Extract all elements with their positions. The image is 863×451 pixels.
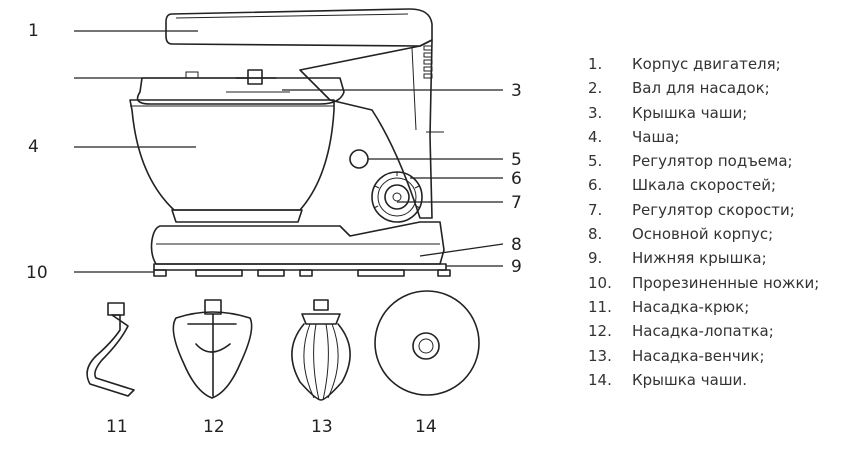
legend-item: 12. Насадка-лопатка; — [588, 319, 819, 343]
callout-4: 4 — [28, 137, 39, 157]
legend-number: 9. — [588, 249, 603, 268]
legend-number: 7. — [588, 200, 603, 219]
callout-13: 13 — [311, 417, 333, 437]
legend-number: 3. — [588, 103, 603, 122]
motor-housing — [165, 8, 433, 47]
dough-hook-attachment — [86, 302, 135, 397]
legend-text: Регулятор скорости; — [632, 200, 795, 219]
legend-item: 9. Нижняя крышка; — [588, 246, 819, 270]
legend-item: 1. Корпус двигателя; — [588, 52, 819, 76]
legend-text: Насадка-крюк; — [632, 297, 750, 316]
legend-item: 11. Насадка-крюк; — [588, 295, 819, 319]
legend-item: 4. Чаша; — [588, 125, 819, 149]
legend-item: 14. Крышка чаши. — [588, 368, 819, 392]
legend-text: Крышка чаши; — [632, 103, 748, 122]
leader-lines — [74, 30, 504, 273]
legend-text: Шкала скоростей; — [632, 176, 777, 195]
legend-item: 7. Регулятор скорости; — [588, 198, 819, 222]
mixer-column — [299, 39, 433, 219]
callout-9: 9 — [511, 257, 522, 277]
legend-item: 2. Вал для насадок; — [588, 76, 819, 100]
legend-item: 3. Крышка чаши; — [588, 101, 819, 125]
legend-number: 10. — [588, 273, 612, 292]
legend-text: Нижняя крышка; — [632, 249, 767, 268]
callout-7: 7 — [511, 193, 522, 213]
callout-14: 14 — [415, 417, 437, 437]
legend-number: 2. — [588, 79, 603, 98]
legend-item: 6. Шкала скоростей; — [588, 173, 819, 197]
legend-number: 6. — [588, 176, 603, 195]
legend-number: 4. — [588, 127, 603, 146]
legend-item: 10. Прорезиненные ножки; — [588, 271, 819, 295]
legend-text: Насадка-лопатка; — [632, 322, 774, 341]
callout-10: 10 — [26, 263, 48, 283]
callout-5: 5 — [511, 150, 522, 170]
attachment-shaft — [235, 69, 277, 85]
callout-12: 12 — [203, 417, 225, 437]
callout-8: 8 — [511, 235, 522, 255]
legend-text: Прорезиненные ножки; — [632, 273, 820, 292]
legend-text: Чаша; — [632, 127, 680, 146]
callout-6: 6 — [511, 169, 522, 189]
main-housing — [150, 221, 445, 265]
bowl — [129, 99, 335, 211]
legend-number: 13. — [588, 346, 612, 365]
legend-number: 1. — [588, 55, 603, 73]
legend-text: Регулятор подъема; — [632, 152, 793, 171]
bowl-lid — [136, 77, 345, 105]
mixer-illustration — [129, 8, 451, 277]
flat-beater-attachment — [172, 299, 253, 399]
legend-text: Корпус двигателя; — [632, 55, 781, 73]
legend-number: 14. — [588, 370, 612, 389]
speed-dial — [371, 171, 423, 223]
rubber-feet — [153, 269, 451, 277]
legend-item: 13. Насадка-венчик; — [588, 344, 819, 368]
bottom-cover — [153, 263, 447, 271]
callout-11: 11 — [106, 417, 128, 437]
callout-labels: 1 3 4 5 6 7 8 9 10 11 12 13 14 — [26, 21, 522, 437]
legend-number: 12. — [588, 322, 612, 341]
legend-item: 8. Основной корпус; — [588, 222, 819, 246]
whisk-attachment — [291, 299, 351, 401]
legend-number: 5. — [588, 152, 603, 171]
mixer-diagram: 1 3 4 5 6 7 8 9 10 11 12 13 14 — [26, 8, 522, 437]
legend-number: 8. — [588, 225, 603, 244]
parts-legend: 1. Корпус двигателя; 2. Вал для насадок; 3… — [588, 52, 819, 392]
callout-3: 3 — [511, 81, 522, 101]
bowl-lid-attachment — [374, 290, 480, 396]
legend-text: Основной корпус; — [632, 225, 774, 244]
legend-text: Крышка чаши. — [632, 370, 748, 389]
legend-number: 11. — [588, 297, 612, 316]
lift-knob — [349, 149, 369, 169]
legend-text: Насадка-венчик; — [632, 346, 765, 365]
callout-1: 1 — [28, 21, 39, 41]
legend-item: 5. Регулятор подъема; — [588, 149, 819, 173]
legend-text: Вал для насадок; — [632, 79, 770, 98]
